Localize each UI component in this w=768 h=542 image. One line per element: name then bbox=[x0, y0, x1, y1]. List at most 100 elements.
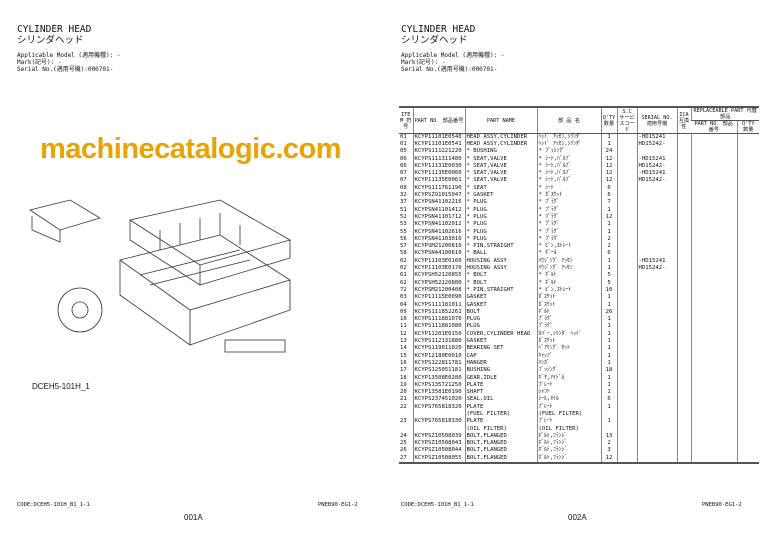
cell-rep-qty bbox=[736, 418, 759, 426]
cell-jp-name: * ｼｰﾄ,ﾊﾞﾙﾌﾞ bbox=[536, 170, 601, 178]
cell-text: KCYP12180E0010 bbox=[414, 352, 462, 359]
cell-text: 1 bbox=[607, 323, 611, 330]
cell-serial bbox=[636, 199, 677, 207]
cell-part-name: * SEAT bbox=[464, 184, 537, 193]
cell-text: 1 bbox=[607, 374, 611, 381]
cell-item: 10 bbox=[399, 316, 413, 323]
cell-text: * ｼｰﾄ bbox=[538, 184, 554, 191]
cell-part-no: KCYPS135721250 bbox=[412, 381, 465, 390]
cell-part-name: BOLT bbox=[464, 308, 537, 317]
cell-part-name: * BOLT bbox=[464, 279, 537, 287]
cell-sc bbox=[616, 192, 637, 200]
cell-part-no: KCYPS237451020 bbox=[412, 396, 465, 404]
cell-text: -HD15241 bbox=[638, 257, 666, 264]
cell-ica bbox=[676, 396, 691, 404]
cell-item: 25 bbox=[399, 440, 413, 447]
cell-sc bbox=[616, 352, 637, 360]
cell-serial bbox=[636, 330, 677, 339]
cell-text: KCYP11115E0090 bbox=[414, 294, 462, 301]
cell-text: KCYPS111311480 bbox=[414, 155, 462, 162]
cell-text: 6 bbox=[607, 192, 611, 199]
cell-rep-part-no bbox=[690, 170, 737, 178]
cell-text: * GASKET bbox=[466, 192, 494, 199]
cell-qty: 12 bbox=[600, 177, 617, 185]
col-item: ITEM 符号 bbox=[399, 106, 413, 134]
cell-text: 52 bbox=[400, 213, 407, 220]
cell-text: HOUSING ASSY bbox=[466, 265, 507, 272]
cell-qty: 7 bbox=[600, 199, 617, 207]
cell-text: 18 bbox=[605, 367, 613, 374]
cell-rep-qty bbox=[736, 184, 759, 193]
cell-text: GASKET bbox=[466, 301, 487, 308]
cell-item: 14 bbox=[399, 345, 413, 352]
cell-text: 13 bbox=[400, 338, 407, 345]
cell-text: HD15242- bbox=[638, 141, 666, 147]
page-title: CYLINDER HEAD bbox=[17, 24, 92, 35]
cell-text: KCYPSN41102012 bbox=[414, 221, 462, 228]
cell-ica bbox=[676, 359, 691, 368]
cell-text: * ﾌﾟﾗｸﾞ bbox=[538, 213, 560, 220]
cell-rep-part-no bbox=[690, 345, 737, 353]
cell-part-no: KCYP11131E0030 bbox=[412, 162, 465, 171]
cell-part-no: KCYP11135E0061 bbox=[412, 177, 465, 185]
cell-rep-part-no bbox=[690, 352, 737, 360]
cell-jp-name: * ﾎﾞﾙﾄ bbox=[536, 272, 601, 280]
col-jp-name: 部 品 名 bbox=[536, 106, 601, 134]
cell-jp-name: ﾌﾟﾗｸﾞ bbox=[536, 316, 601, 324]
cell-rep-qty bbox=[736, 308, 759, 317]
cell-ica bbox=[676, 272, 691, 280]
cell-item: 32 bbox=[399, 192, 413, 199]
cell-rep-qty bbox=[736, 367, 759, 375]
cell-qty: 12 bbox=[600, 170, 617, 178]
cell-rep-qty bbox=[736, 374, 759, 382]
cell-part-name: * BUSHING bbox=[464, 148, 537, 156]
cell-ica bbox=[676, 148, 691, 156]
cell-text: 1 bbox=[607, 294, 611, 301]
page-ref: PNEB90-EG1-2 bbox=[702, 502, 742, 508]
cell-text: 12 bbox=[400, 330, 407, 337]
cell-rep-qty bbox=[736, 235, 759, 244]
cell-sc bbox=[616, 454, 637, 464]
cell-rep-part-no bbox=[690, 243, 737, 251]
cell-rep-qty bbox=[736, 221, 759, 229]
cell-text: * ﾎﾞｰﾙ bbox=[538, 250, 557, 257]
cell-text: PLUG bbox=[466, 323, 480, 330]
cell-text: 1 bbox=[607, 257, 611, 264]
cell-text: KCYPS111221220 bbox=[414, 148, 462, 155]
cell-sc bbox=[616, 279, 637, 287]
cell-rep-part-no bbox=[690, 228, 737, 236]
cell-serial bbox=[636, 301, 677, 309]
cell-text: 1 bbox=[607, 316, 611, 323]
cell-part-no: KCYPS111311480 bbox=[412, 155, 465, 163]
cell-text: 10 bbox=[605, 286, 613, 293]
cell-jp-name: * ﾌﾟﾗｸﾞ bbox=[536, 199, 601, 207]
cell-text: KCYPS135721250 bbox=[414, 381, 462, 388]
cell-ica bbox=[676, 250, 691, 258]
cell-text: 02 bbox=[400, 257, 407, 264]
cell-text: * BALL bbox=[466, 250, 487, 257]
cell-text: ﾎﾞﾙﾄ bbox=[538, 308, 550, 315]
cell-rep-qty bbox=[736, 316, 759, 324]
cell-text: 2 bbox=[607, 243, 611, 250]
cell-ica bbox=[676, 403, 691, 411]
cell-sc bbox=[616, 440, 637, 448]
cell-ica bbox=[676, 410, 691, 419]
cell-serial bbox=[636, 359, 677, 368]
cell-jp-name: ｷﾞﾔ,ｱｲﾄﾞﾙ bbox=[536, 374, 601, 382]
cell-rep-part-no bbox=[690, 148, 737, 156]
cell-part-no: KCYP11103E0170 bbox=[412, 265, 465, 273]
cell-serial: -HD15241 bbox=[636, 133, 677, 141]
cell-part-no: KCYPSN41102616 bbox=[412, 228, 465, 236]
cell-rep-qty bbox=[736, 213, 759, 222]
cell-sc bbox=[616, 410, 637, 419]
cell-rep-part-no bbox=[690, 257, 737, 266]
cell-text: 55 bbox=[400, 228, 407, 235]
cell-text: BOLT,FLANGED bbox=[466, 454, 507, 461]
cell-sc bbox=[616, 177, 637, 185]
cell-sc bbox=[616, 162, 637, 171]
